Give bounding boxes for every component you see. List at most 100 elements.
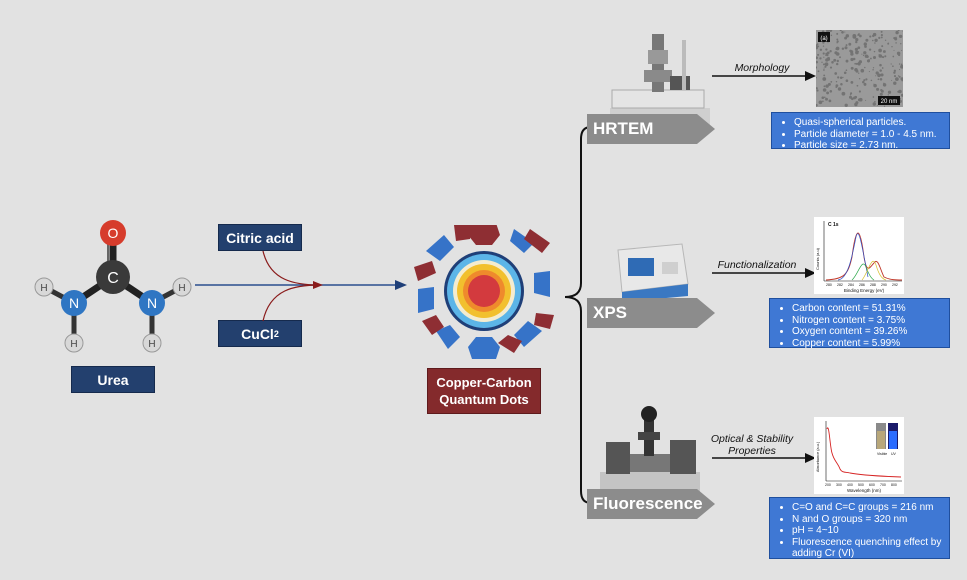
svg-text:Binding Energy (eV): Binding Energy (eV) bbox=[844, 288, 885, 293]
hrtem-arrow bbox=[587, 114, 715, 144]
micrograph-particle bbox=[826, 30, 830, 33]
micrograph-particle bbox=[858, 60, 863, 64]
micrograph-particle bbox=[855, 37, 859, 42]
svg-text:292: 292 bbox=[892, 283, 898, 287]
citric-acid-label: Citric acid bbox=[218, 224, 302, 251]
micrograph-particle bbox=[863, 42, 867, 46]
micrograph-particle bbox=[836, 38, 839, 41]
micrograph-particle bbox=[874, 38, 878, 42]
micrograph-particle bbox=[879, 69, 882, 72]
micrograph-particle bbox=[826, 91, 830, 95]
micrograph-particle bbox=[865, 99, 867, 101]
micrograph-particle bbox=[823, 96, 826, 99]
svg-text:20 nm: 20 nm bbox=[881, 99, 898, 105]
micrograph-particle bbox=[835, 80, 838, 83]
micrograph-particle bbox=[874, 100, 876, 103]
micrograph-particle bbox=[845, 34, 850, 38]
micrograph-particle bbox=[841, 91, 846, 96]
svg-text:700: 700 bbox=[880, 483, 886, 487]
micrograph-particle bbox=[822, 100, 824, 103]
fluorescence-findings: C=O and C=C groups = 216 nm N and O grou… bbox=[769, 497, 950, 559]
svg-text:C: C bbox=[107, 270, 119, 287]
micrograph-particle bbox=[861, 53, 863, 55]
micrograph-particle bbox=[843, 71, 847, 75]
micrograph-particle bbox=[830, 80, 833, 83]
micrograph-particle bbox=[835, 52, 840, 56]
micrograph-particle bbox=[862, 80, 865, 84]
micrograph-particle bbox=[827, 42, 829, 44]
micrograph-particle bbox=[818, 100, 823, 105]
micrograph-particle bbox=[897, 75, 900, 77]
micrograph-particle bbox=[871, 39, 874, 42]
micrograph-particle bbox=[900, 93, 903, 97]
micrograph-particle bbox=[821, 96, 825, 100]
hydrogen-atom: H bbox=[64, 333, 84, 353]
micrograph-particle bbox=[822, 41, 825, 44]
hydrogen-atom: H bbox=[34, 277, 54, 297]
micrograph-particle bbox=[839, 30, 842, 32]
svg-text:N: N bbox=[69, 295, 79, 311]
micrograph-particle bbox=[823, 74, 826, 77]
micrograph-particle bbox=[872, 67, 875, 69]
xps-label: XPS bbox=[593, 303, 628, 322]
micrograph-particle bbox=[822, 88, 827, 92]
hydrogen-atom: H bbox=[142, 333, 162, 353]
micrograph-particle bbox=[855, 50, 859, 55]
micrograph-particle bbox=[863, 82, 867, 86]
micrograph-particle bbox=[884, 55, 887, 58]
micrograph-particle bbox=[898, 63, 901, 65]
micrograph-particle bbox=[869, 57, 872, 60]
micrograph-particle bbox=[822, 52, 825, 55]
micrograph-particle bbox=[858, 97, 863, 102]
branch-bracket bbox=[564, 126, 592, 504]
micrograph-particle bbox=[875, 75, 877, 77]
quantum-dot-illustration bbox=[414, 225, 554, 359]
micrograph-particle bbox=[881, 67, 884, 69]
micrograph-particle bbox=[879, 78, 883, 81]
finding-item: C=O and C=C groups = 216 nm bbox=[792, 502, 943, 514]
micrograph-particle bbox=[816, 103, 818, 107]
micrograph-particle bbox=[862, 54, 865, 57]
micrograph-particle bbox=[895, 42, 897, 44]
svg-text:Absorbance (a.u.): Absorbance (a.u.) bbox=[816, 441, 820, 472]
micrograph-particle bbox=[896, 51, 901, 56]
micrograph-particle bbox=[868, 71, 870, 73]
finding-item: Carbon content = 51.31% bbox=[792, 303, 943, 315]
micrograph-particle bbox=[839, 76, 843, 79]
micrograph-particle bbox=[836, 40, 839, 43]
fluorescence-property-label: Optical & Stability Properties bbox=[710, 433, 794, 457]
micrograph-particle bbox=[816, 77, 817, 79]
svg-text:500: 500 bbox=[858, 483, 864, 487]
micrograph-particle bbox=[878, 48, 882, 53]
micrograph-particle bbox=[823, 67, 825, 69]
finding-item: Nitrogen content = 3.75% bbox=[792, 315, 943, 327]
micrograph-particle bbox=[825, 84, 829, 88]
micrograph-particle bbox=[864, 45, 867, 48]
micrograph-particle bbox=[900, 77, 903, 81]
micrograph-particle bbox=[884, 39, 887, 41]
svg-text:400: 400 bbox=[847, 483, 853, 487]
urea-molecule: O C N N H H H H bbox=[34, 220, 192, 353]
micrograph-particle bbox=[901, 79, 903, 82]
surface-group bbox=[468, 225, 500, 359]
micrograph-particle bbox=[898, 34, 903, 39]
micrograph-particle bbox=[868, 58, 870, 61]
micrograph-particle bbox=[816, 66, 818, 69]
micrograph-particle bbox=[817, 70, 820, 73]
micrograph-particle bbox=[853, 96, 857, 100]
micrograph-particle bbox=[870, 79, 873, 82]
micrograph-particle bbox=[835, 47, 838, 51]
finding-item: Copper content = 5.99% bbox=[792, 338, 943, 350]
micrograph-particle bbox=[837, 77, 839, 79]
micrograph-particle bbox=[822, 77, 827, 81]
micrograph-particle bbox=[834, 59, 836, 61]
micrograph-particle bbox=[823, 69, 825, 71]
micrograph-particle bbox=[882, 83, 887, 87]
micrograph-particle bbox=[824, 65, 827, 68]
micrograph-particle bbox=[841, 47, 845, 50]
micrograph-particle bbox=[881, 45, 884, 48]
micrograph-particle bbox=[881, 56, 884, 58]
micrograph-particle bbox=[829, 50, 832, 53]
micrograph-particle bbox=[878, 54, 880, 56]
